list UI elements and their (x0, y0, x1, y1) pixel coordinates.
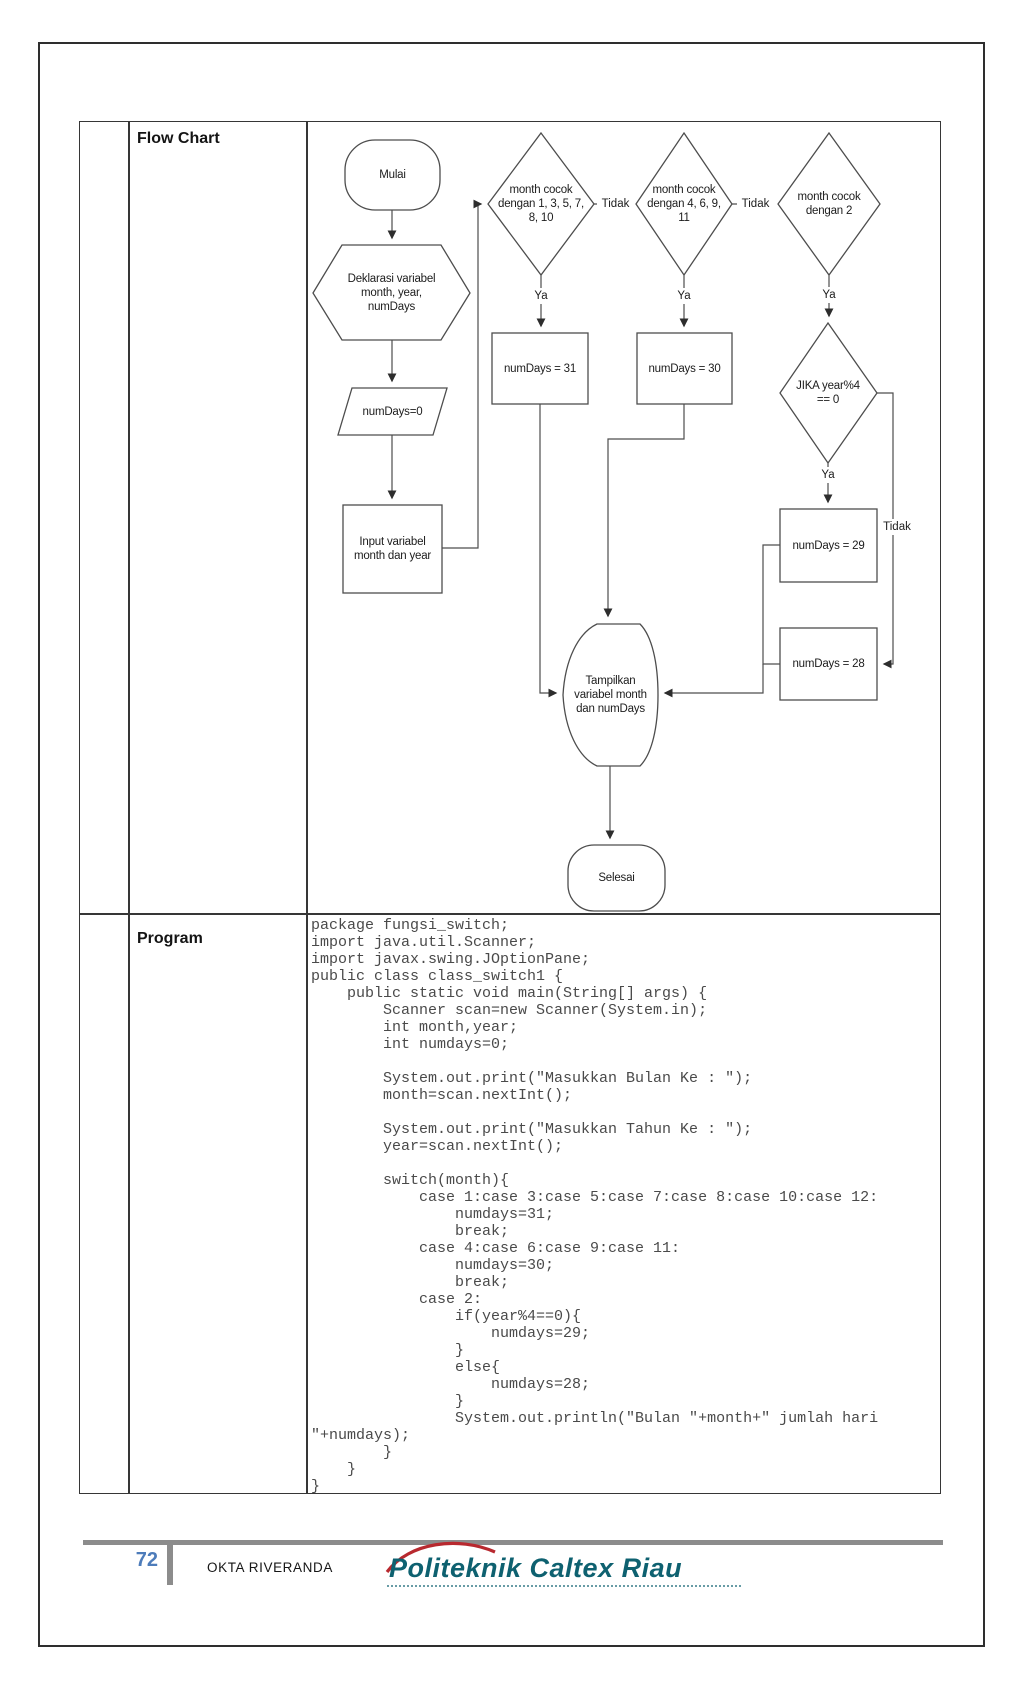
footer-author: OKTA RIVERANDA (207, 1560, 333, 1575)
process-numdays-31 (491, 332, 589, 405)
tampilkan-label: Tampilkan variabel month dan numDays (574, 675, 647, 715)
page-border (38, 42, 985, 1647)
content-table (79, 121, 941, 1494)
process-numdays-29 (779, 508, 878, 583)
decision-month-2 (777, 131, 881, 277)
decision2-label: month cocok dengan 4, 6, 9, 11 (647, 184, 721, 224)
decision-months-31 (487, 131, 595, 277)
selesai-label: Selesai (598, 872, 635, 884)
hexagon-deklarasi (312, 244, 471, 341)
ya-label-3: Ya (813, 287, 845, 303)
numdays31-label: numDays = 31 (503, 362, 577, 375)
numdays0-label: numDays=0 (362, 405, 423, 418)
flowchart-row-label: Flow Chart (137, 130, 220, 147)
footer-separator (167, 1540, 173, 1585)
decision-leap-year (779, 321, 878, 465)
edge-input-to-d1 (442, 199, 483, 549)
footer-rule (83, 1540, 943, 1545)
tidak-label-1: Tidak (597, 196, 634, 212)
process-numdays-28 (779, 627, 878, 701)
row-divider (80, 913, 940, 915)
numdays30-label: numDays = 30 (648, 362, 721, 375)
mulai-label: Mulai (379, 169, 406, 181)
decision-months-30 (635, 131, 733, 277)
jika-label: JIKA year%4 == 0 (796, 380, 860, 406)
logo-swoosh-icon (385, 1541, 496, 1573)
process-input (342, 504, 443, 594)
program-code: package fungsi_switch; import java.util.… (311, 917, 879, 1495)
column-divider-2 (306, 122, 308, 1493)
program-row-label: Program (137, 930, 203, 947)
logo-text: Politeknik Caltex Riau (389, 1553, 682, 1583)
terminator-mulai (344, 139, 441, 211)
politeknik-caltex-riau-logo: Politeknik Caltex Riau (385, 1541, 743, 1587)
ya-label-2: Ya (668, 288, 700, 304)
tidak-label-2: Tidak (737, 196, 774, 212)
numdays28-label: numDays = 28 (792, 658, 865, 670)
tidak-label-3: Tidak (878, 519, 916, 535)
deklarasi-label: Deklarasi variabel month, year, numDays (347, 272, 436, 313)
display-tampilkan (562, 623, 659, 767)
terminator-selesai (567, 844, 666, 912)
column-divider-1 (128, 122, 130, 1493)
numdays29-label: numDays = 29 (792, 539, 865, 552)
footer-page-number: 72 (135, 1549, 158, 1571)
process-numdays-30 (636, 332, 733, 405)
parallelogram-numdays0 (337, 387, 448, 436)
ya-label-1: Ya (525, 288, 557, 304)
decision1-label: month cocok dengan 1, 3, 5, 7, 8, 10 (498, 184, 584, 224)
decision3-label: month cocok dengan 2 (797, 191, 861, 217)
input-label: Input variabel month dan year (353, 536, 432, 562)
ya-label-4: Ya (812, 467, 844, 483)
